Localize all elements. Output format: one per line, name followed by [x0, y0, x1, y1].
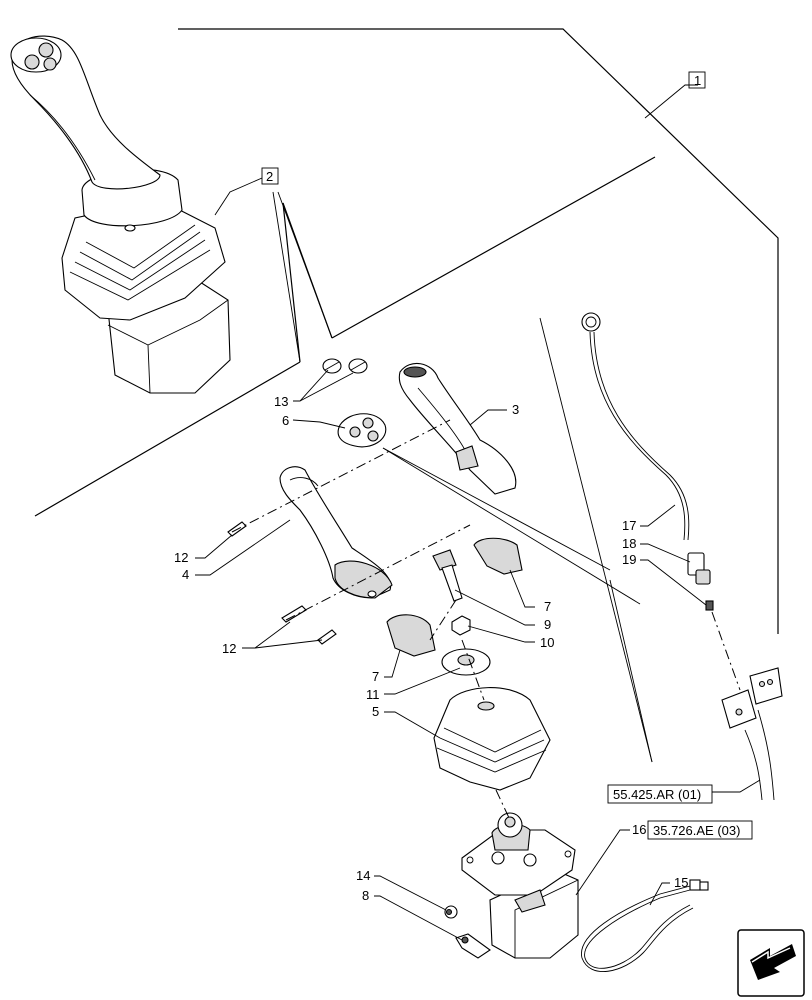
fitting-part-8 — [455, 933, 491, 959]
ref-35726-link[interactable]: 35.726.AE (03) — [653, 823, 740, 838]
handle-shell-part — [279, 466, 393, 599]
callout-14: 14 — [356, 868, 370, 883]
nut-part — [451, 615, 471, 636]
wire-harness — [581, 312, 783, 801]
callout-6: 6 — [282, 413, 289, 428]
handle-grip-part — [398, 362, 517, 495]
assembly-axes — [231, 419, 511, 821]
callout-2: 2 — [266, 169, 273, 184]
callout-19: 19 — [622, 552, 636, 567]
ref-box-55425[interactable] — [607, 784, 713, 804]
lever-pin-part — [432, 549, 463, 602]
boot-part — [433, 687, 551, 791]
callout-5: 5 — [372, 704, 379, 719]
callout-17: 17 — [622, 518, 636, 533]
complete-joystick-illustration — [10, 35, 231, 394]
callout-7b: 7 — [372, 669, 379, 684]
callout-8: 8 — [362, 888, 369, 903]
ref-55425-link[interactable]: 55.425.AR (01) — [613, 787, 701, 802]
half-collar-part-upper — [473, 537, 523, 575]
button-cover-part — [337, 413, 387, 448]
callout-9: 9 — [544, 617, 551, 632]
callout-7a: 7 — [544, 599, 551, 614]
callout-box-1 — [688, 71, 706, 89]
callout-12a: 12 — [174, 550, 188, 565]
callout-16: 16 — [632, 822, 646, 837]
callout-15: 15 — [674, 875, 688, 890]
hose-part — [581, 879, 709, 972]
fitting-part-14 — [444, 905, 458, 919]
navigation-arrow-icon[interactable] — [737, 929, 805, 997]
callout-13: 13 — [274, 394, 288, 409]
control-valve-part — [461, 812, 579, 959]
callout-11: 11 — [366, 687, 380, 702]
callout-labels: 1 2 3 6 13 12 4 12 7 9 10 7 11 5 17 18 1… — [174, 71, 753, 903]
callout-10: 10 — [540, 635, 554, 650]
callout-3: 3 — [512, 402, 519, 417]
callout-4: 4 — [182, 567, 189, 582]
callout-1: 1 — [694, 73, 701, 88]
washer-part — [441, 648, 491, 676]
plug-parts — [322, 358, 368, 374]
half-collar-part-lower — [386, 614, 436, 657]
leader-lines — [195, 84, 761, 941]
ref-box-35726[interactable] — [647, 820, 753, 840]
callout-18: 18 — [622, 536, 636, 551]
callout-box-2 — [261, 167, 279, 185]
callout-12b: 12 — [222, 641, 236, 656]
